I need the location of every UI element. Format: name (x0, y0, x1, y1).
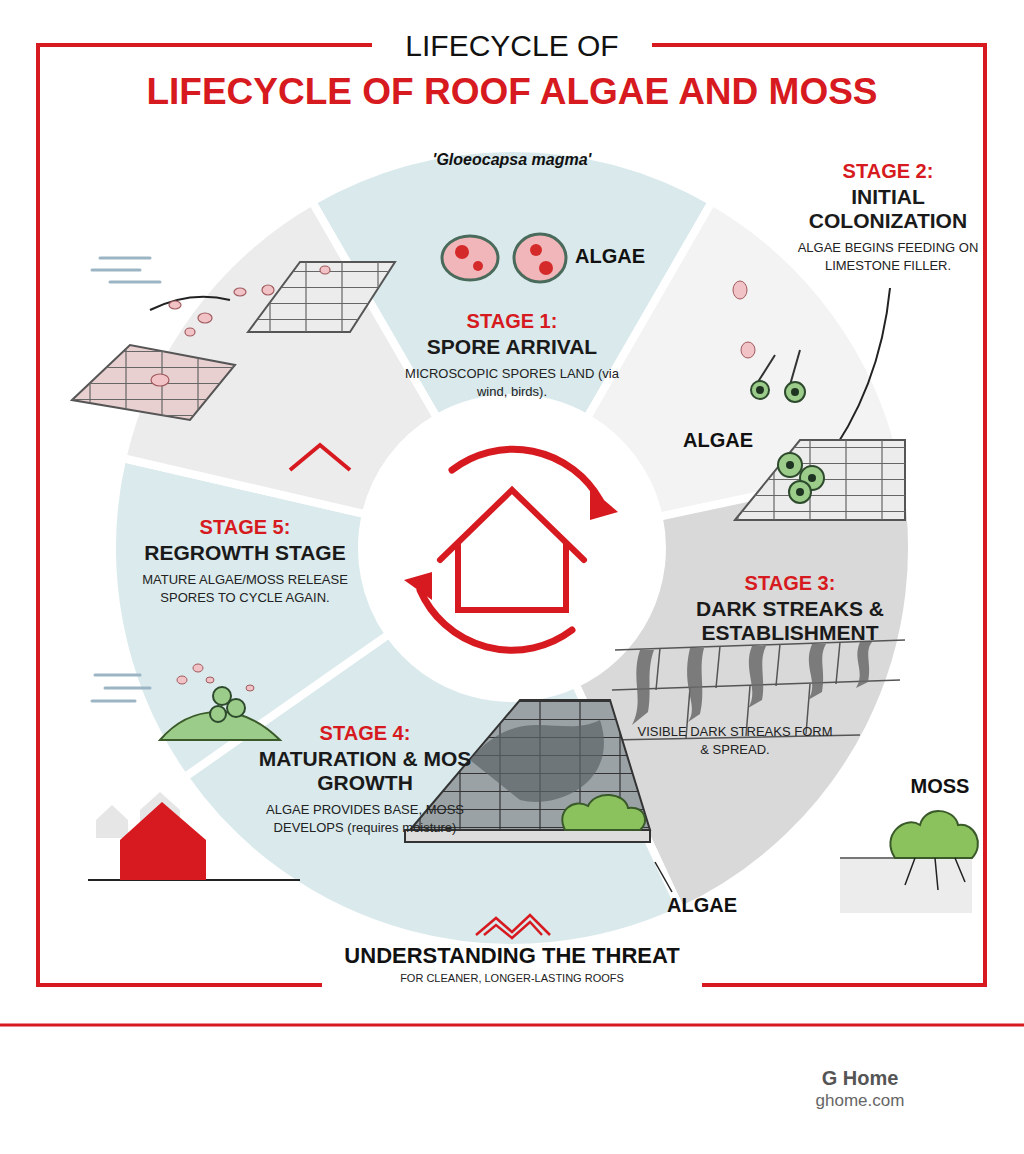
species-name: 'Gloeocapsa magma' (433, 151, 592, 169)
watermark: G Home (822, 1067, 899, 1089)
stage-number: STAGE 1: (392, 310, 632, 333)
stage-description: VISIBLE DARK STREAKS FORM & SPREAD. (635, 723, 835, 758)
part-label: MOSS (911, 775, 970, 797)
stage-description: ALGAE BEGINS FEEDING ON LIMESTONE FILLER… (788, 239, 988, 274)
stage-number: STAGE 3: (645, 572, 935, 595)
stage-node: STAGE 5:REGROWTH STAGE MATURE ALGAE/MOSS … (130, 516, 360, 606)
center-circle (362, 398, 662, 698)
part-label: ALGAE (667, 894, 737, 916)
stage-node: STAGE 2:INITIAL COLONIZATION ALGAE BEGINS… (788, 160, 988, 274)
stage-description: MICROSCOPIC SPORES LAND (via wind, birds… (392, 365, 632, 400)
stage-node: STAGE 4:MATURATION & MOS GROWTH ALGAE PRO… (235, 722, 495, 836)
stage-description: ALGAE PROVIDES BASE, MOSS DEVELOPS (requ… (235, 801, 495, 836)
frame (38, 45, 985, 985)
stage-title: MATURATION & MOS GROWTH (235, 747, 495, 795)
stage-description: MATURE ALGAE/MOSS RELEASE SPORES TO CYCL… (130, 571, 360, 606)
algae-cells (442, 234, 566, 282)
stage-number: STAGE 5: (130, 516, 360, 539)
stage-title: DARK STREAKS & ESTABLISHMENT (645, 597, 935, 645)
logo-roofs (476, 915, 550, 938)
stage-title: SPORE ARRIVAL (392, 335, 632, 359)
subtitle-heading: LIFECYCLE OF (395, 29, 628, 62)
footer-heading: UNDERSTANDING THE THREAT (334, 944, 689, 968)
part-label: ALGAE (575, 245, 645, 267)
stage-number: STAGE 4: (235, 722, 495, 745)
footer-note: FOR CLEANER, LONGER-LASTING ROOFS (390, 972, 634, 984)
spore-arrival-art (72, 258, 395, 470)
cycle-wedges (112, 148, 912, 948)
recycle-arrows (420, 449, 600, 650)
colonization-art (733, 281, 905, 520)
stage-node: STAGE 3:DARK STREAKS & ESTABLISHMENTVISI… (645, 572, 935, 758)
regrowth-art (88, 664, 300, 880)
stage-title: INITIAL COLONIZATION (788, 185, 988, 233)
part-label: ALGAE (683, 429, 753, 451)
title: LIFECYCLE OF ROOF ALGAE AND MOSS (146, 72, 877, 113)
stage-node: STAGE 1:SPORE ARRIVAL MICROSCOPIC SPORES … (392, 310, 632, 400)
moss-art (840, 811, 978, 913)
watermark: ghome.com (816, 1092, 905, 1111)
stage-title: REGROWTH STAGE (130, 541, 360, 565)
stage-number: STAGE 2: (788, 160, 988, 183)
divider-line (0, 1024, 1024, 1027)
mature-roof-art (405, 700, 672, 892)
